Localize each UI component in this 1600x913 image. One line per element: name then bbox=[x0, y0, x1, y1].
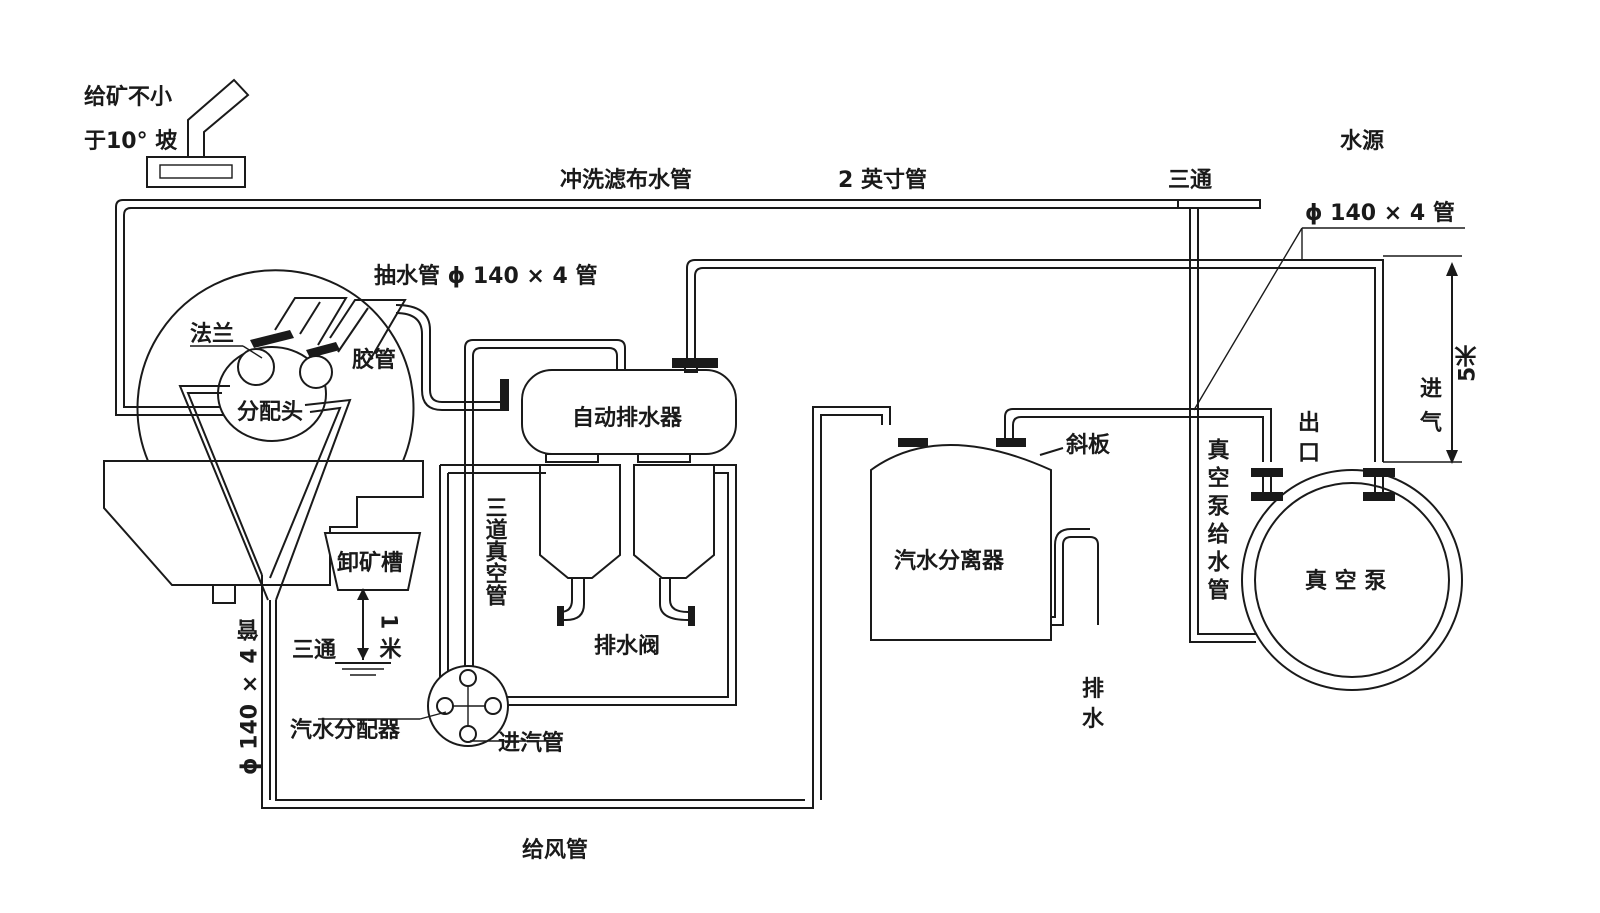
labels: 给矿不小 于10° 坡 冲洗滤布水管 2 英寸管 三通 水源 ϕ 140 × 4… bbox=[84, 84, 1481, 863]
label-flange: 法兰 bbox=[190, 321, 234, 347]
steam-water-distributor bbox=[427, 665, 509, 747]
label-separator: 汽水分离器 bbox=[894, 548, 1005, 574]
label-steam-distributor: 汽水分配器 bbox=[290, 717, 401, 743]
label-auto-drain: 自动排水器 bbox=[572, 405, 683, 431]
label-vacuum-pump: 真 空 泵 bbox=[1305, 568, 1386, 594]
label-one-meter: 1 米 bbox=[376, 614, 402, 659]
label-suction-pipe: 抽水管 ϕ 140 × 4 管 bbox=[374, 263, 597, 289]
label-air-in-1: 进 bbox=[1420, 377, 1442, 402]
label-inclined-plate: 斜板 bbox=[1065, 432, 1111, 458]
label-outlet-2: 口 bbox=[1298, 441, 1320, 466]
label-two-inch-pipe: 2 英寸管 bbox=[838, 167, 927, 193]
label-hose: 胶管 bbox=[352, 347, 396, 373]
label-pipe-spec-left: ϕ 140 × 4 管 bbox=[237, 617, 263, 775]
label-height-5m: 5米 bbox=[1455, 344, 1481, 382]
label-pipe-spec-right: ϕ 140 × 4 管 bbox=[1305, 200, 1455, 226]
auto-drain-vessel bbox=[439, 259, 1384, 706]
label-tee-top: 三通 bbox=[1168, 168, 1212, 193]
discharge-trough bbox=[323, 532, 422, 591]
label-feed-slope-2: 于10° 坡 bbox=[84, 129, 177, 154]
label-drain-1: 排 bbox=[1082, 677, 1104, 702]
vacuum-pump bbox=[1241, 468, 1463, 691]
flush-water-pipe bbox=[115, 199, 1261, 643]
label-discharge-trough: 卸矿槽 bbox=[337, 550, 403, 576]
filter-tank bbox=[103, 460, 424, 604]
water-level-mark bbox=[335, 588, 391, 676]
label-feed-slope-1: 给矿不小 bbox=[84, 84, 172, 110]
label-outlet-1: 出 bbox=[1298, 411, 1320, 436]
steam-water-separator bbox=[870, 408, 1272, 641]
label-vacuum-water-pipe: 真空泵给水管 bbox=[1204, 437, 1230, 606]
height-dimension bbox=[1193, 227, 1465, 464]
label-flush-pipe: 冲洗滤布水管 bbox=[560, 167, 692, 193]
distributor-down-pipes bbox=[178, 385, 891, 809]
label-distributor-head: 分配头 bbox=[237, 400, 303, 425]
label-three-way-vacuum-pipe: 三道真空管 bbox=[482, 496, 508, 607]
label-water-source: 水源 bbox=[1340, 129, 1384, 154]
leader-lines bbox=[190, 345, 560, 742]
feed-chute bbox=[146, 78, 250, 188]
label-drain-2: 水 bbox=[1082, 707, 1105, 732]
suction-pipe bbox=[395, 304, 509, 411]
distributor-head bbox=[217, 297, 407, 442]
label-tee-left: 三通 bbox=[292, 638, 336, 663]
label-drain-valve: 排水阀 bbox=[594, 634, 660, 659]
label-air-in-2: 气 bbox=[1419, 410, 1442, 436]
label-steam-in-pipe: 进汽管 bbox=[498, 730, 564, 756]
filter-drum bbox=[136, 269, 415, 462]
label-air-supply-pipe: 给风管 bbox=[522, 837, 588, 863]
